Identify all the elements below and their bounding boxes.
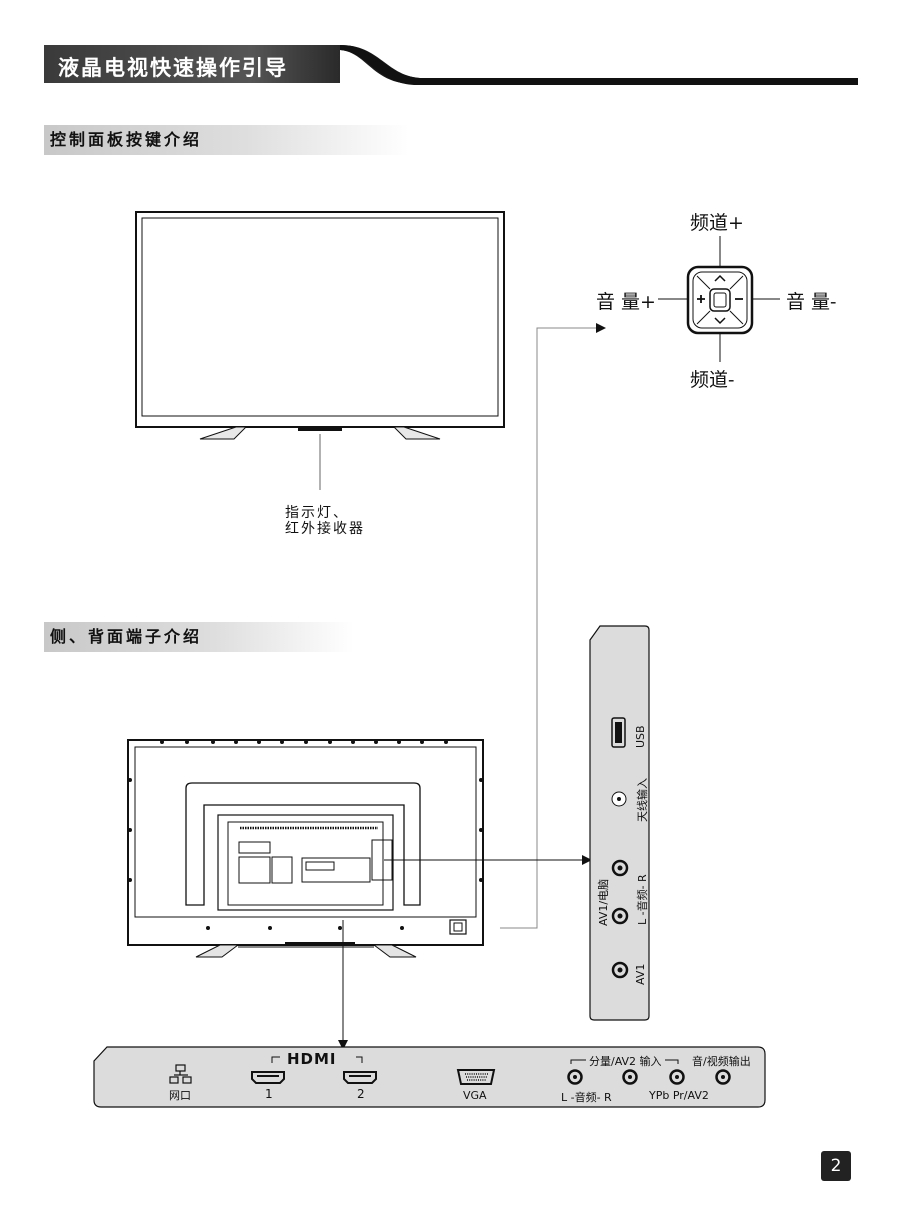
tv-front-illustration xyxy=(135,211,505,490)
bottom-label-component-group: 分量/AV2 输入 xyxy=(589,1055,662,1068)
tv-rear-screws xyxy=(128,740,483,930)
bottom-label-lan: 网口 xyxy=(169,1089,191,1102)
bottom-label-av-out: 音/视频输出 xyxy=(692,1055,751,1068)
page-number: 2 xyxy=(821,1151,851,1181)
bottom-panel-leader xyxy=(338,920,348,1050)
control-keypad xyxy=(658,236,780,362)
rca-ports xyxy=(567,1069,731,1085)
keypad-label-channel-down: 频道- xyxy=(690,369,735,391)
bottom-label-hdmi2: 2 xyxy=(357,1087,365,1101)
bottom-label-hdmi1: 1 xyxy=(265,1087,273,1101)
indicator-note-line2: 红外接收器 xyxy=(285,521,365,537)
side-label-av1: AV1 xyxy=(634,963,647,985)
vga-port xyxy=(456,1069,496,1085)
indicator-note-line1: 指示灯、 xyxy=(285,505,349,521)
page-header-title: 液晶电视快速操作引导 xyxy=(58,56,288,80)
header-banner xyxy=(44,45,858,85)
side-label-usb: USB xyxy=(634,725,647,748)
keypad-leader-line xyxy=(500,323,606,929)
bottom-label-vga: VGA xyxy=(463,1089,487,1102)
side-label-audio-lr: L -音频- R xyxy=(636,874,649,925)
side-label-antenna: 天线输入 xyxy=(636,778,649,822)
port-group-brackets xyxy=(570,1059,679,1064)
side-port-panel xyxy=(589,625,650,1021)
bottom-port-panel xyxy=(93,1046,766,1108)
section-title-rear-ports: 侧、背面端子介绍 xyxy=(44,622,354,652)
hdmi-logo: HDMI xyxy=(287,1050,337,1068)
section-title-control-panel: 控制面板按键介绍 xyxy=(44,125,409,155)
keypad-label-volume-up: 音 量+ xyxy=(596,291,656,313)
side-panel-leader xyxy=(384,855,592,865)
indicator-note: 指示灯、 红外接收器 xyxy=(285,505,365,537)
keypad-label-volume-down: 音 量- xyxy=(786,291,837,313)
keypad-label-channel-up: 频道+ xyxy=(690,212,744,234)
tv-rear-illustration xyxy=(127,739,484,958)
lan-port-icon xyxy=(169,1064,192,1084)
hdmi-ports xyxy=(251,1056,377,1084)
bottom-label-audio-lr: L -音频- R xyxy=(561,1091,612,1104)
bottom-label-ypbpr: YPb Pr/AV2 xyxy=(649,1089,709,1102)
side-label-av1-pc-group: AV1/电脑 xyxy=(597,878,610,926)
